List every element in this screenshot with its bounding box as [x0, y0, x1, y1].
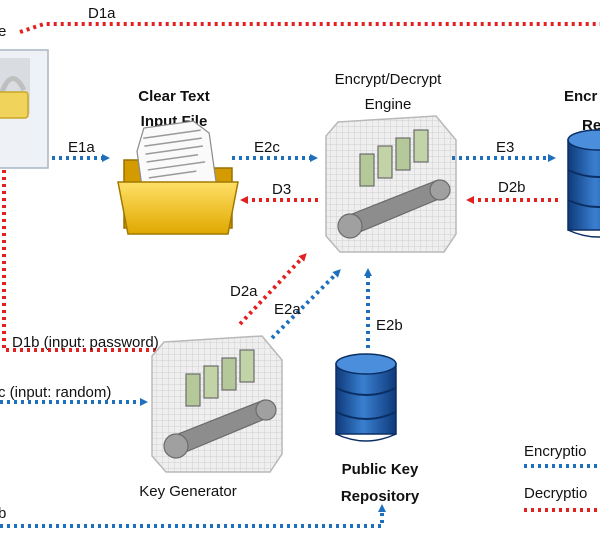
d1b-flow-line: [2, 170, 192, 354]
legend-encryption-label: Encryptio: [524, 443, 587, 460]
e2a-flow-arrow: [270, 269, 341, 340]
e2b-label: E2b: [376, 317, 403, 334]
folder-file-icon: [117, 120, 239, 235]
e1a-label: E1a: [68, 139, 95, 156]
encrypted-database-icon: [567, 129, 600, 238]
e1b-label: b: [0, 505, 6, 522]
clear-text-title-line1: Clear Text: [138, 88, 209, 105]
public-key-database-icon: [335, 353, 397, 442]
e2a-label: E2a: [274, 301, 301, 318]
engine-title-line2: Engine: [365, 96, 412, 113]
legend: Encryptio Decryptio: [524, 443, 600, 512]
public-key-title-line1: Public Key: [342, 461, 419, 478]
d1a-label: D1a: [88, 5, 116, 22]
d1b-label: D1b (input: password): [12, 334, 159, 351]
e3-label: E3: [496, 139, 514, 156]
engine-title-line1: Encrypt/Decrypt: [335, 71, 443, 88]
engine-icon: [325, 115, 457, 253]
d2a-flow-arrow: [238, 253, 307, 326]
legend-decryption-label: Decryptio: [524, 485, 587, 502]
app-window-icon: [0, 49, 49, 169]
d2a-label: D2a: [230, 283, 258, 300]
d3-label: D3: [272, 181, 291, 198]
key-generator-icon: [151, 335, 283, 473]
key-generator-label: Key Generator: [139, 483, 237, 500]
e1b-flow-line: [0, 504, 386, 528]
e2c-label: E2c: [254, 139, 280, 156]
d1a-flow-line: [19, 22, 600, 34]
left-window-label: e: [0, 23, 6, 40]
public-key-title-line2: Repository: [341, 488, 420, 505]
e1c-label: c (input: random): [0, 384, 111, 401]
d2b-label: D2b: [498, 179, 526, 196]
encrypted-title-line1: Encr: [564, 88, 598, 105]
